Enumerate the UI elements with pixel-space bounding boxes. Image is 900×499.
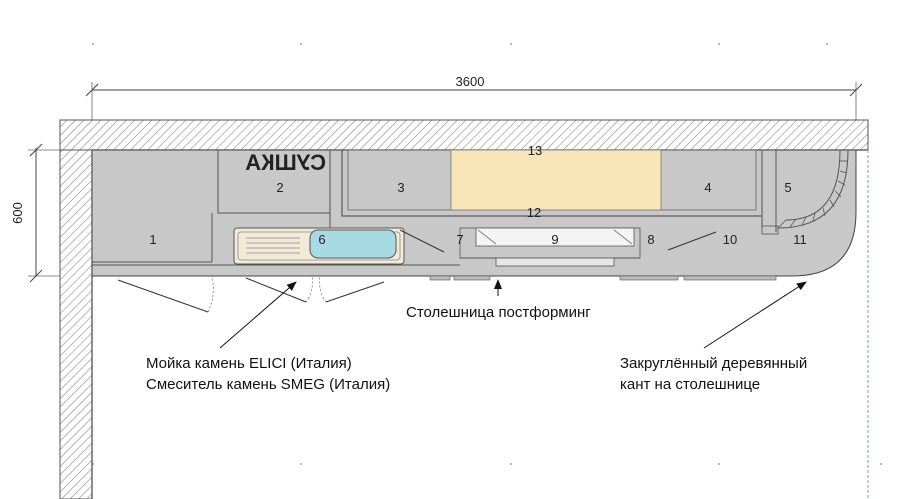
module-number-9: 9 — [551, 232, 558, 247]
module-number-12: 12 — [527, 205, 541, 220]
module-numbers: 1 2 3 4 5 6 7 8 9 10 11 12 13 — [149, 143, 806, 247]
edge-annotation-line1: Закруглённый деревянный — [620, 355, 807, 372]
dryer-label: СУШКА — [245, 150, 326, 175]
hood-cabinet — [450, 149, 662, 211]
width-value: 3600 — [456, 74, 485, 89]
edge-annotation-line2: кант на столешнице — [620, 376, 760, 393]
module-number-1: 1 — [149, 232, 156, 247]
module-number-13: 13 — [528, 143, 542, 158]
countertop-annotation: Столешница постформинг — [406, 304, 591, 321]
module-number-2: 2 — [276, 180, 283, 195]
sink-bowl — [309, 229, 397, 259]
depth-value: 600 — [10, 202, 25, 224]
grid-dots — [92, 43, 882, 465]
module-number-6: 6 — [318, 232, 325, 247]
walls — [59, 119, 869, 499]
module-number-11: 11 — [793, 232, 807, 247]
module-number-5: 5 — [784, 180, 791, 195]
module-number-4: 4 — [704, 180, 711, 195]
cabinet-run — [91, 149, 857, 313]
sink-annotation-line2: Смеситель камень SMEG (Италия) — [146, 376, 390, 393]
module-number-8: 8 — [647, 232, 654, 247]
module-number-10: 10 — [723, 232, 737, 247]
module-number-7: 7 — [456, 232, 463, 247]
sink-annotation-line1: Мойка камень ELICI (Италия) — [146, 355, 352, 372]
module-number-3: 3 — [397, 180, 404, 195]
leader-lines — [219, 279, 807, 349]
